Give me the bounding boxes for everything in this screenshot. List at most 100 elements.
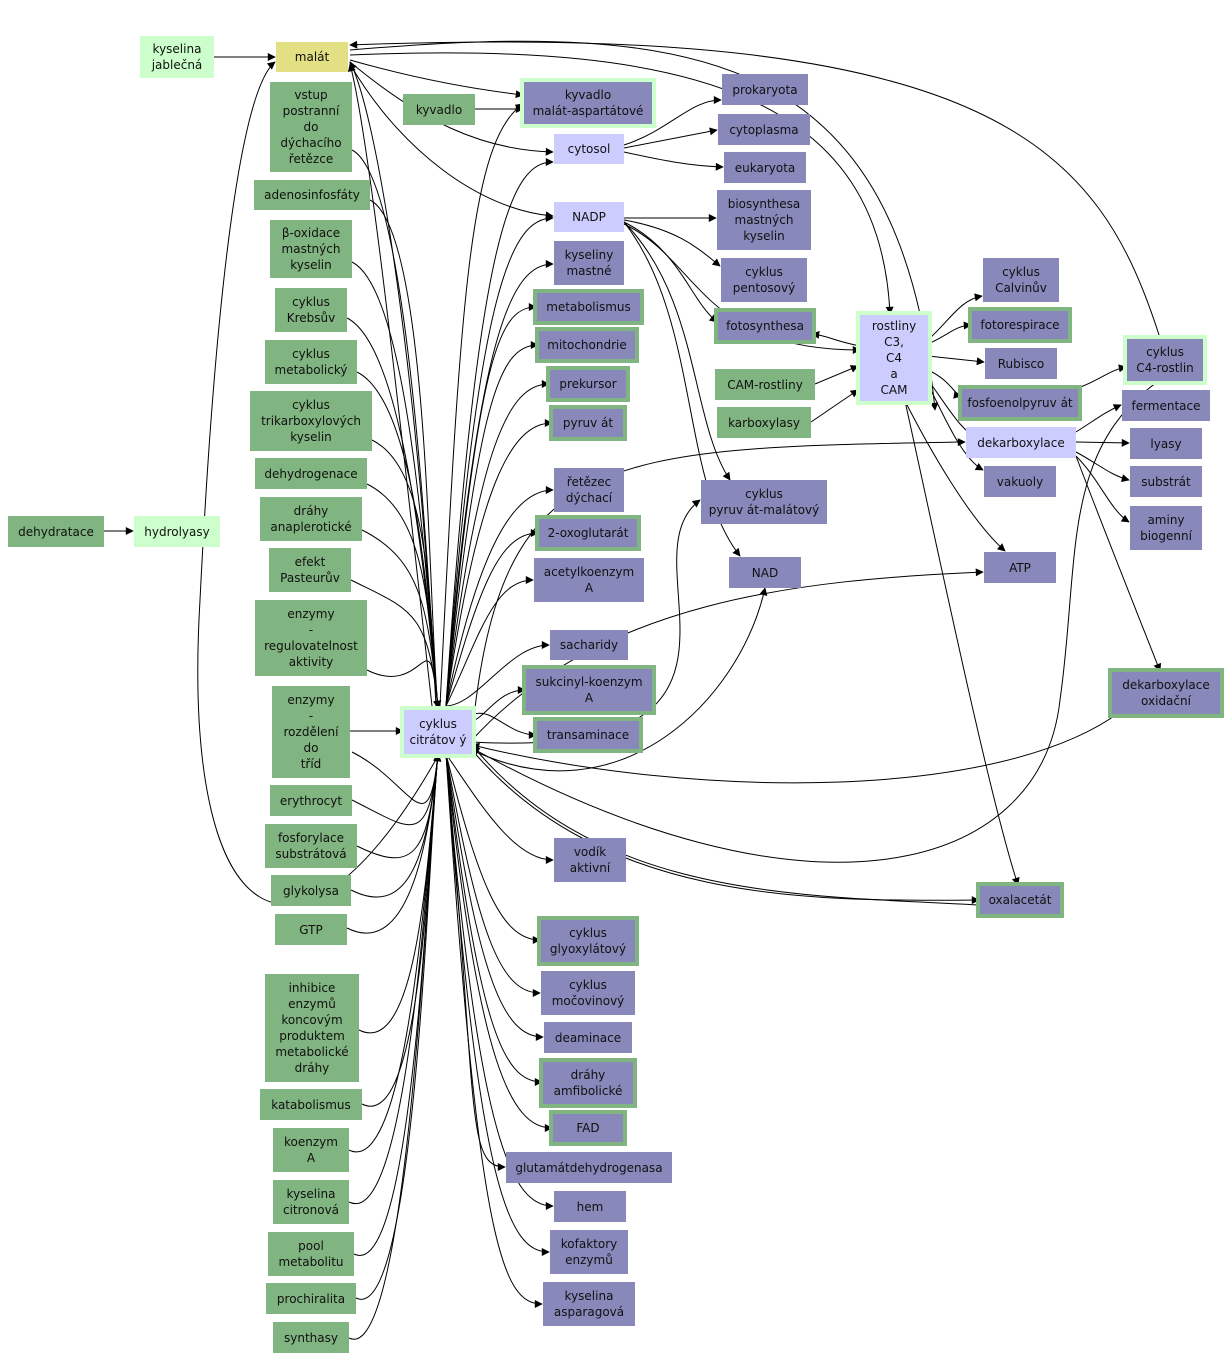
node-dehydrogenace[interactable]: dehydrogenace — [255, 458, 367, 489]
node-lyasy[interactable]: lyasy — [1130, 428, 1202, 459]
edge — [471, 587, 768, 772]
node-glykolysa[interactable]: glykolysa — [271, 875, 351, 906]
node-fad[interactable]: FAD — [549, 1110, 627, 1146]
node-karboxylasy[interactable]: karboxylasy — [717, 407, 811, 438]
node-metabolismus[interactable]: metabolismus — [533, 289, 644, 325]
node-cytosol[interactable]: cytosol — [554, 134, 624, 164]
node-cyklus-glyoxylatovy[interactable]: cyklus glyoxylátový — [537, 916, 639, 966]
node-sukcinyl-koenzym-a[interactable]: sukcinyl-koenzym A — [522, 665, 656, 715]
node-aminy-biogenni[interactable]: aminy biogenní — [1130, 506, 1202, 550]
node-koenzym-a[interactable]: koenzym A — [273, 1128, 349, 1172]
node-cyklus-metabolicky[interactable]: cyklus metabolický — [265, 340, 357, 384]
node-cyklus-krebsuv[interactable]: cyklus Krebsův — [275, 288, 347, 332]
node-pool[interactable]: pool metabolitu — [268, 1232, 354, 1276]
node-kyvadlo[interactable]: kyvadlo — [403, 94, 475, 125]
edge — [810, 389, 859, 423]
edge — [471, 379, 1161, 863]
node-enzymy-rozdeleni[interactable]: enzymy - rozdělení do tříd — [272, 686, 350, 778]
node-synthasy[interactable]: synthasy — [273, 1322, 349, 1353]
node-mitochondrie[interactable]: mitochondrie — [535, 327, 639, 363]
node-prekursor[interactable]: prekursor — [546, 366, 630, 402]
node-cytoplasma[interactable]: cytoplasma — [718, 114, 810, 145]
edge — [445, 753, 541, 997]
node-nadp[interactable]: NADP — [554, 202, 624, 232]
edge — [439, 103, 524, 707]
edge — [445, 753, 554, 1210]
node-cyklus-citratovy[interactable]: cyklus citrátov ý — [400, 706, 476, 758]
node-kyselina-jablecna[interactable]: kyselina jablečná — [140, 36, 214, 78]
edge — [445, 419, 553, 707]
node-fotorespirace[interactable]: fotorespirace — [968, 307, 1072, 343]
node-prokaryota[interactable]: prokaryota — [722, 74, 808, 105]
edge — [927, 383, 984, 471]
node-beta-oxidace[interactable]: β-oxidace mastných kyselin — [270, 220, 352, 278]
node-2-oxoglutarat[interactable]: 2-oxoglutarát — [535, 515, 641, 551]
node-katabolismus[interactable]: katabolismus — [260, 1089, 362, 1120]
node-atp[interactable]: ATP — [984, 552, 1056, 583]
node-nad[interactable]: NAD — [729, 557, 801, 588]
node-drahy-anapleroticke[interactable]: dráhy anaplerotické — [260, 497, 362, 541]
edge — [445, 576, 534, 707]
node-cyklus-c4-rostlin[interactable]: cyklus C4-rostlin — [1123, 335, 1207, 385]
node-malat[interactable]: malát — [276, 42, 348, 72]
node-fosforylace[interactable]: fosforylace substrátová — [265, 824, 357, 868]
node-vakuoly[interactable]: vakuoly — [984, 466, 1056, 497]
edge — [348, 753, 442, 1205]
edge — [349, 61, 554, 156]
node-hem[interactable]: hem — [554, 1191, 626, 1222]
node-transaminace[interactable]: transaminace — [533, 717, 643, 753]
node-kyselina-asparagova[interactable]: kyselina asparagová — [543, 1282, 635, 1326]
node-retezec-dychaci[interactable]: řetězec dýchací — [554, 468, 624, 512]
edge — [445, 303, 537, 707]
edge — [445, 753, 544, 1041]
node-oxalacetat[interactable]: oxalacetát — [976, 882, 1064, 918]
node-fermentace[interactable]: fermentace — [1122, 390, 1210, 421]
edge — [927, 369, 962, 399]
node-rubisco[interactable]: Rubisco — [985, 348, 1057, 379]
node-glutamatdehydrogenasa[interactable]: glutamátdehydrogenasa — [506, 1152, 672, 1183]
node-gtp[interactable]: GTP — [275, 914, 347, 945]
edge — [904, 400, 1020, 886]
node-dekarboxylace-oxidacni[interactable]: dekarboxylace oxidační — [1108, 668, 1224, 718]
node-kyselina-citronova[interactable]: kyselina citronová — [273, 1180, 349, 1224]
node-vstup[interactable]: vstup postranní do dýchacího řetězce — [270, 82, 352, 172]
node-dekarboxylace[interactable]: dekarboxylace — [966, 427, 1076, 458]
edge — [927, 355, 985, 366]
node-erythrocyt[interactable]: erythrocyt — [270, 785, 352, 816]
edge — [623, 219, 721, 267]
edge — [927, 293, 983, 341]
node-kyseliny-mastne[interactable]: kyseliny mastné — [554, 241, 624, 285]
node-cyklus-pyruvat-malatovy[interactable]: cyklus pyruv át-malátový — [701, 480, 827, 524]
node-kyvadlo-malat-aspartatove[interactable]: kyvadlo malát-aspartátové — [520, 78, 656, 128]
node-biosynthesa[interactable]: biosynthesa mastných kyselin — [717, 190, 811, 250]
node-enzymy-regulovatelnost[interactable]: enzymy - regulovatelnost aktivity — [255, 600, 367, 676]
node-drahy-amfibolicke[interactable]: dráhy amfibolické — [539, 1058, 637, 1108]
node-cyklus-mocovinovy[interactable]: cyklus močovinový — [541, 971, 635, 1015]
node-cyklus-pentosovy[interactable]: cyklus pentosový — [721, 258, 807, 302]
node-efekt-pasteuruv[interactable]: efekt Pasteurův — [269, 548, 351, 592]
edge — [445, 753, 554, 864]
node-fotosynthesa[interactable]: fotosynthesa — [714, 308, 816, 344]
node-kofaktory-enzymu[interactable]: kofaktory enzymů — [550, 1230, 628, 1274]
node-dehydratace[interactable]: dehydratace — [8, 516, 104, 547]
node-deaminace[interactable]: deaminace — [544, 1022, 632, 1053]
node-fosfoenolpyruvat[interactable]: fosfoenolpyruv át — [958, 385, 1082, 421]
edge — [814, 365, 859, 385]
node-eukaryota[interactable]: eukaryota — [724, 152, 806, 183]
node-acetylkoenzym-a[interactable]: acetylkoenzym A — [534, 558, 644, 602]
node-inhibice[interactable]: inhibice enzymů koncovým produktem metab… — [265, 974, 359, 1082]
node-cam-rostliny[interactable]: CAM-rostliny — [715, 369, 815, 400]
node-adenosinfosfaty[interactable]: adenosinfosfáty — [254, 180, 370, 210]
node-vodik-aktivni[interactable]: vodík aktivní — [554, 838, 626, 882]
node-rostliny-c3-c4-cam[interactable]: rostliny C3, C4 a CAM — [856, 311, 932, 405]
node-pyruvat[interactable]: pyruv át — [549, 405, 627, 441]
node-hydrolyasy[interactable]: hydrolyasy — [134, 516, 220, 547]
node-sacharidy[interactable]: sacharidy — [550, 630, 628, 660]
node-cyklus-trikarboxylovych[interactable]: cyklus trikarboxylových kyselin — [250, 391, 372, 451]
node-substrat[interactable]: substrát — [1130, 466, 1202, 497]
edge — [349, 61, 437, 707]
edge — [349, 59, 524, 99]
edge — [445, 529, 539, 707]
node-prochiralita[interactable]: prochiralita — [266, 1283, 356, 1314]
node-cyklus-calvinuv[interactable]: cyklus Calvinův — [983, 258, 1059, 302]
